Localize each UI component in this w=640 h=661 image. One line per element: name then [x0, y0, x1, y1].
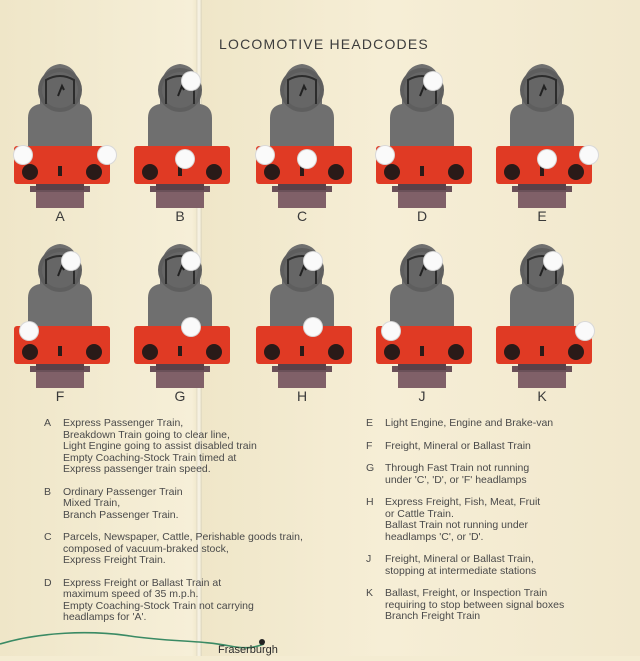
locomotive-label: D: [416, 208, 428, 224]
legend-code: H: [366, 496, 374, 508]
centre-lamp: [304, 318, 322, 336]
locomotive-d: D: [372, 60, 484, 230]
top-lamp: [62, 252, 80, 270]
legend-text: Empty Coaching-Stock Train not carrying: [63, 599, 254, 612]
legend-text: Breakdown Train going to clear line,: [63, 428, 230, 441]
legend-text: Through Fast Train not running: [385, 462, 530, 474]
right-lamp: [576, 322, 594, 340]
locomotive-front-drawing: [256, 64, 352, 208]
locomotive-k: K: [492, 240, 604, 410]
locomotive-label: H: [296, 388, 308, 404]
locomotive-label: B: [175, 208, 185, 224]
legend-code: A: [44, 417, 52, 429]
legend-text: headlamps for 'A'.: [63, 611, 147, 623]
left-lamp: [382, 322, 400, 340]
left-buffer-lamp: [14, 146, 32, 164]
legend-text: Ballast, Freight, or Inspection Train: [385, 587, 548, 599]
legend-text: Branch Passenger Train.: [63, 508, 179, 521]
legend-text: Express Passenger Train,: [63, 417, 184, 429]
top-lamp: [182, 252, 200, 270]
top-lamp: [424, 252, 442, 270]
locomotive-label: A: [55, 208, 65, 224]
locomotive-label: G: [174, 388, 186, 404]
legend-code: C: [44, 531, 52, 543]
locomotive-c: C: [252, 60, 364, 230]
locomotive-g: G: [130, 240, 242, 410]
legend-text: maximum speed of 35 m.p.h.: [63, 588, 199, 600]
locomotive-label: F: [55, 388, 65, 404]
legend-code: D: [44, 576, 52, 589]
legend-text: requiring to stop between signal boxes: [385, 598, 565, 611]
centre-lamp: [182, 318, 200, 336]
legend-code: G: [366, 462, 375, 474]
legend-text: under 'C', 'D', or 'F' headlamps: [385, 473, 527, 486]
legend-text: or Cattle Train.: [385, 507, 454, 520]
centre-buffer-lamp: [298, 150, 316, 168]
legend-text: Light Engine, Engine and Brake-van: [385, 417, 554, 429]
map-fragment: Fraserburgh: [0, 622, 640, 656]
top-lamp: [182, 72, 200, 90]
legend-entry-a: A Express Passenger Train,Breakdown Train…: [44, 417, 334, 476]
locomotive-front-drawing: [14, 64, 110, 208]
legend-code: B: [44, 485, 52, 498]
map-coastline: [0, 631, 265, 649]
locomotive-label: E: [537, 208, 547, 224]
legend-text: Freight, Mineral or Ballast Train: [385, 439, 531, 452]
right-buffer-lamp: [580, 146, 598, 164]
legend-text: composed of vacuum-braked stock,: [63, 542, 229, 555]
legend-text: headlamps 'C', or 'D'.: [385, 530, 484, 543]
locomotive-h: H: [252, 240, 364, 410]
legend-text: Parcels, Newspaper, Cattle, Perishable g…: [63, 531, 303, 543]
locomotive-a: A: [10, 60, 122, 230]
left-buffer-lamp: [256, 146, 274, 164]
legend-text: Empty Coaching-Stock Train timed at: [63, 451, 237, 464]
page-title: LOCOMOTIVE HEADCODES: [219, 36, 429, 52]
legend-code: E: [366, 417, 374, 429]
legend-entry-f: F Freight, Mineral or Ballast Train: [366, 439, 640, 453]
top-lamp: [424, 72, 442, 90]
locomotive-b: B: [130, 60, 242, 230]
legend-text: Ballast Train not running under: [385, 519, 529, 531]
legend-text: Express passenger train speed.: [63, 463, 211, 475]
legend-text: Ordinary Passenger Train: [63, 485, 183, 498]
legend-entry-c: C Parcels, Newspaper, Cattle, Perishable …: [44, 531, 334, 567]
right-buffer-lamp: [98, 146, 116, 164]
legend-text: Mixed Train,: [63, 497, 121, 509]
centre-buffer-lamp: [176, 150, 194, 168]
legend-entry-e: E Light Engine, Engine and Brake-van: [366, 417, 640, 430]
legend-entry-j: J Freight, Mineral or Ballast Train,stopp…: [366, 553, 640, 577]
legend-text: Branch Freight Train: [385, 610, 481, 622]
locomotive-label: C: [296, 208, 308, 224]
locomotive-label: J: [418, 388, 426, 404]
legend-text: Light Engine going to assist disabled tr…: [63, 440, 257, 452]
left-lamp: [20, 322, 38, 340]
locomotive-f: F: [10, 240, 122, 410]
legend-text: Express Freight Train.: [63, 554, 166, 566]
legend-text: Freight, Mineral or Ballast Train,: [385, 553, 534, 565]
legend-code: J: [366, 553, 372, 565]
top-lamp: [544, 252, 562, 270]
locomotive-e: E: [492, 60, 604, 230]
legend-text: stopping at intermediate stations: [385, 564, 537, 577]
locomotive-front-drawing: [496, 64, 592, 208]
legend-code: K: [366, 587, 374, 599]
top-lamp: [304, 252, 322, 270]
legend-text: Express Freight, Fish, Meat, Fruit: [385, 496, 541, 508]
left-buffer-lamp: [376, 146, 394, 164]
centre-buffer-lamp: [538, 150, 556, 168]
locomotive-j: J: [372, 240, 484, 410]
legend-text: Express Freight or Ballast Train at: [63, 576, 222, 589]
map-place-label: Fraserburgh: [218, 644, 278, 656]
locomotive-label: K: [537, 388, 547, 404]
legend-code: F: [366, 439, 373, 452]
